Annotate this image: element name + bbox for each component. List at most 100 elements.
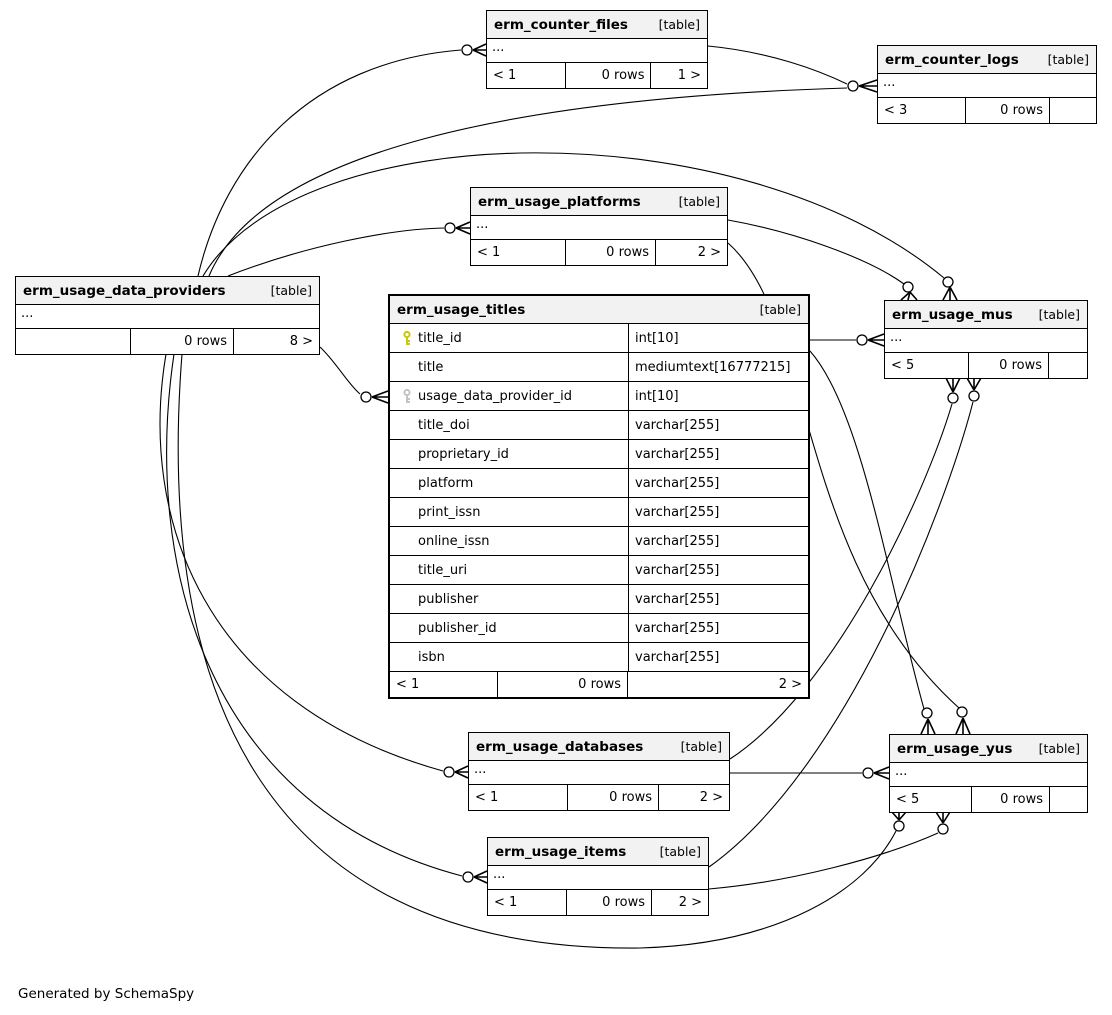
rows-count: 0 rows — [568, 785, 659, 810]
column-name: online_issn — [418, 533, 490, 549]
table-type-tag: [table] — [1038, 741, 1080, 756]
rows-count: 0 rows — [972, 787, 1050, 812]
column-type: int[10] — [628, 324, 808, 352]
fk-edge — [202, 152, 945, 279]
table-erm-counter-files: erm_counter_files [table] ... < 1 0 rows… — [486, 10, 708, 89]
column-name: title_uri — [418, 562, 468, 578]
column-type: varchar[255] — [628, 614, 808, 642]
table-name[interactable]: erm_usage_items — [495, 843, 627, 860]
column-type: varchar[255] — [628, 643, 808, 671]
collapsed-columns-ellipsis[interactable]: ... — [469, 761, 729, 785]
column-name: publisher_id — [418, 620, 497, 636]
table-type-tag: [table] — [759, 302, 801, 317]
schemaspy-credit: Generated by SchemaSpy — [18, 986, 195, 1002]
column-row[interactable]: platform varchar[255] — [390, 469, 808, 498]
fk-edge — [177, 353, 897, 949]
collapsed-columns-ellipsis[interactable]: ... — [488, 866, 708, 890]
table-name[interactable]: erm_usage_databases — [476, 738, 644, 755]
collapsed-columns-ellipsis[interactable]: ... — [885, 329, 1087, 353]
column-type: varchar[255] — [628, 411, 808, 439]
column-row[interactable]: isbn varchar[255] — [390, 643, 808, 672]
column-row[interactable]: usage_data_provider_id int[10] — [390, 382, 808, 411]
collapsed-columns-ellipsis[interactable]: ... — [890, 763, 1087, 787]
column-type: int[10] — [628, 382, 808, 410]
column-row[interactable]: title_id int[10] — [390, 324, 808, 353]
rows-count: 0 rows — [567, 890, 652, 915]
column-name: print_issn — [418, 504, 481, 520]
rows-count: 0 rows — [566, 63, 652, 88]
column-row[interactable]: proprietary_id varchar[255] — [390, 440, 808, 469]
exports-count — [1049, 353, 1086, 378]
imports-count: < 5 — [885, 353, 969, 378]
column-type: varchar[255] — [628, 585, 808, 613]
table-erm-usage-titles: erm_usage_titles [table] title_id int[10… — [388, 294, 810, 699]
column-type: varchar[255] — [628, 469, 808, 497]
collapsed-columns-ellipsis[interactable]: ... — [487, 39, 707, 63]
imports-count: < 1 — [390, 672, 498, 697]
table-erm-usage-items: erm_usage_items [table] ... < 1 0 rows 2… — [487, 837, 709, 916]
fk-edge — [208, 87, 848, 277]
table-type-tag: [table] — [1038, 307, 1080, 322]
table-name[interactable]: erm_usage_titles — [397, 301, 526, 318]
table-type-tag: [table] — [680, 739, 722, 754]
collapsed-columns-ellipsis[interactable]: ... — [878, 74, 1096, 98]
column-type: varchar[255] — [628, 556, 808, 584]
column-name: usage_data_provider_id — [418, 388, 573, 404]
column-type: varchar[255] — [628, 498, 808, 526]
column-row[interactable]: print_issn varchar[255] — [390, 498, 808, 527]
column-type: varchar[255] — [628, 527, 808, 555]
table-name[interactable]: erm_usage_data_providers — [23, 282, 226, 299]
imports-count: < 1 — [487, 63, 567, 88]
exports-count: 2 > — [678, 895, 702, 910]
column-row[interactable]: online_issn varchar[255] — [390, 527, 808, 556]
fk-edge — [197, 49, 462, 277]
table-name[interactable]: erm_counter_logs — [885, 51, 1019, 68]
column-name: platform — [418, 475, 474, 491]
column-name: title — [418, 359, 444, 375]
table-name[interactable]: erm_usage_yus — [897, 740, 1013, 757]
collapsed-columns-ellipsis[interactable]: ... — [16, 305, 319, 329]
column-row[interactable]: title_doi varchar[255] — [390, 411, 808, 440]
table-name[interactable]: erm_usage_mus — [892, 306, 1013, 323]
fk-edge — [727, 219, 905, 285]
table-erm-usage-databases: erm_usage_databases [table] ... < 1 0 ro… — [468, 732, 730, 811]
fk-edge — [159, 353, 444, 772]
column-row[interactable]: title mediumtext[16777215] — [390, 353, 808, 382]
fk-edge — [727, 242, 960, 709]
exports-count: 2 > — [699, 790, 723, 805]
imports-count: < 3 — [878, 98, 966, 123]
table-type-tag: [table] — [659, 844, 701, 859]
exports-count — [1050, 98, 1096, 123]
fk-edge — [729, 403, 953, 760]
column-name: proprietary_id — [418, 446, 509, 462]
fk-edge — [319, 346, 361, 395]
table-type-tag: [table] — [678, 194, 720, 209]
collapsed-columns-ellipsis[interactable]: ... — [471, 216, 727, 240]
table-erm-usage-yus: erm_usage_yus [table] ... < 5 0 rows — [889, 734, 1088, 813]
column-row[interactable]: title_uri varchar[255] — [390, 556, 808, 585]
fk-edge — [227, 227, 445, 277]
exports-count: 2 > — [778, 677, 802, 692]
rows-count: 0 rows — [566, 240, 656, 265]
rows-count: 0 rows — [966, 98, 1050, 123]
exports-count: 8 > — [289, 334, 313, 349]
table-erm-usage-platforms: erm_usage_platforms [table] ... < 1 0 ro… — [470, 187, 728, 266]
fk-edge — [708, 832, 939, 890]
exports-count: 1 > — [677, 68, 701, 83]
fk-edge — [809, 350, 925, 710]
fk-edge — [708, 401, 974, 868]
foreign-key-icon — [396, 388, 418, 404]
fk-edge — [707, 45, 848, 85]
fk-edge — [166, 353, 463, 877]
rows-count: 0 rows — [498, 672, 628, 697]
column-row[interactable]: publisher_id varchar[255] — [390, 614, 808, 643]
rows-count: 0 rows — [969, 353, 1049, 378]
table-type-tag: [table] — [658, 17, 700, 32]
table-type-tag: [table] — [270, 283, 312, 298]
table-name[interactable]: erm_counter_files — [494, 16, 628, 33]
table-name[interactable]: erm_usage_platforms — [478, 193, 641, 210]
column-row[interactable]: publisher varchar[255] — [390, 585, 808, 614]
exports-count — [1050, 787, 1086, 812]
imports-count: < 1 — [488, 890, 567, 915]
